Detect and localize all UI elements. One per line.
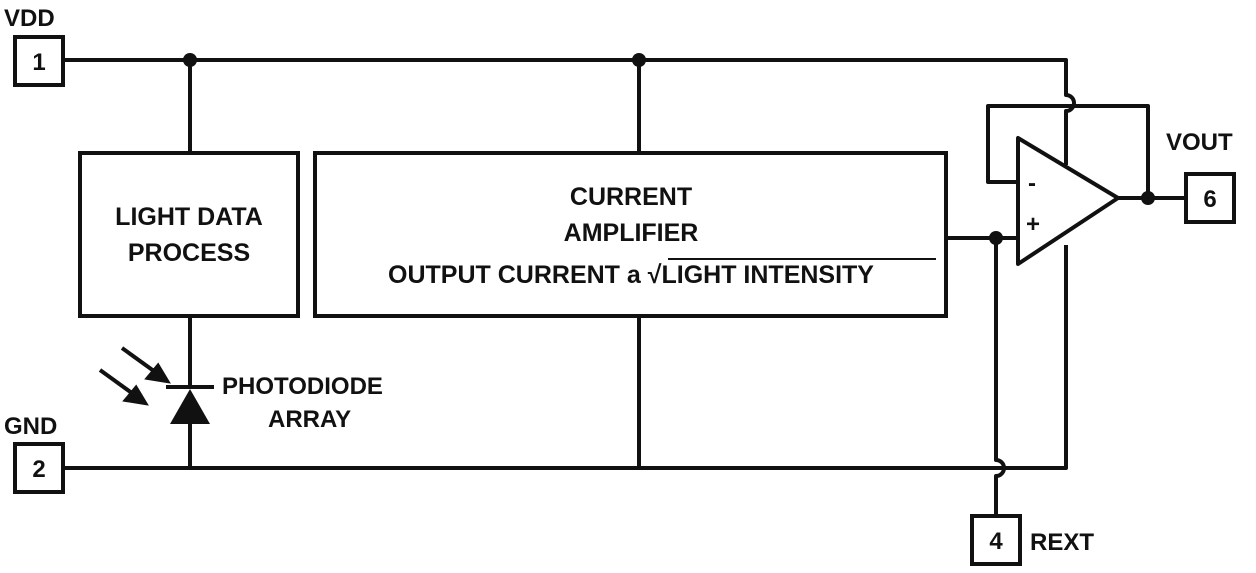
amplifier-label-line3: OUTPUT CURRENT a √LIGHT INTENSITY: [388, 261, 874, 289]
gnd-rail: [64, 245, 1068, 470]
junction-dot: [632, 53, 646, 67]
vdd-rail: [64, 58, 1076, 165]
feedback-wire: [986, 104, 1150, 198]
opamp-symbol: - +: [1016, 136, 1120, 266]
pin-gnd-name: GND: [4, 413, 57, 440]
junction-dot: [989, 231, 1003, 245]
light-arrows-icon: [98, 346, 171, 406]
photodiode-label-line2: ARRAY: [268, 406, 351, 433]
opamp-plus-label: +: [1026, 211, 1040, 238]
pin-6-box: [1184, 172, 1236, 224]
light-data-label-line2: PROCESS: [128, 239, 250, 267]
junction-dot: [183, 53, 197, 67]
pin-vdd-name: VDD: [4, 5, 55, 32]
pin-1-box: [13, 35, 65, 87]
amplifier-label-prefix: OUTPUT CURRENT a: [388, 261, 648, 289]
pin-gnd: GND 2: [4, 413, 65, 494]
amplifier-label-radicand: LIGHT INTENSITY: [661, 261, 874, 289]
pin-vout: VOUT 6: [1166, 129, 1236, 224]
pin-2-number: 2: [32, 456, 45, 483]
pin-rext: 4 REXT: [970, 514, 1094, 566]
pin-vdd: VDD 1: [4, 5, 65, 87]
amplifier-label-line1: CURRENT: [570, 183, 692, 211]
pin-rext-name: REXT: [1030, 529, 1094, 556]
pin-vout-name: VOUT: [1166, 129, 1233, 156]
amplifier-label-line2: AMPLIFIER: [564, 219, 699, 247]
pin-2-box: [13, 442, 65, 494]
photodiode-symbol: PHOTODIODE ARRAY: [98, 346, 383, 433]
opamp-triangle: [1016, 136, 1120, 266]
pin-6-number: 6: [1203, 186, 1216, 213]
junction-dot: [1141, 191, 1155, 205]
current-amplifier-box: [313, 151, 948, 318]
pin-4-box: [970, 514, 1022, 566]
opamp-minus-label: -: [1028, 170, 1036, 197]
junctions: [183, 53, 1155, 245]
pin-1-number: 1: [32, 49, 45, 76]
pin-4-number: 4: [989, 528, 1003, 555]
wiring: [64, 58, 1186, 514]
light-data-label-line1: LIGHT DATA: [115, 203, 263, 231]
photodiode-label-line1: PHOTODIODE: [222, 373, 383, 400]
sqrt-symbol: √: [648, 261, 662, 289]
light-data-process-block: LIGHT DATA PROCESS: [78, 151, 300, 318]
rext-wire: [994, 238, 1006, 514]
photodiode-triangle: [170, 389, 210, 424]
current-amplifier-block: CURRENT AMPLIFIER OUTPUT CURRENT a √LIGH…: [313, 151, 948, 318]
light-data-process-box: [78, 151, 300, 318]
